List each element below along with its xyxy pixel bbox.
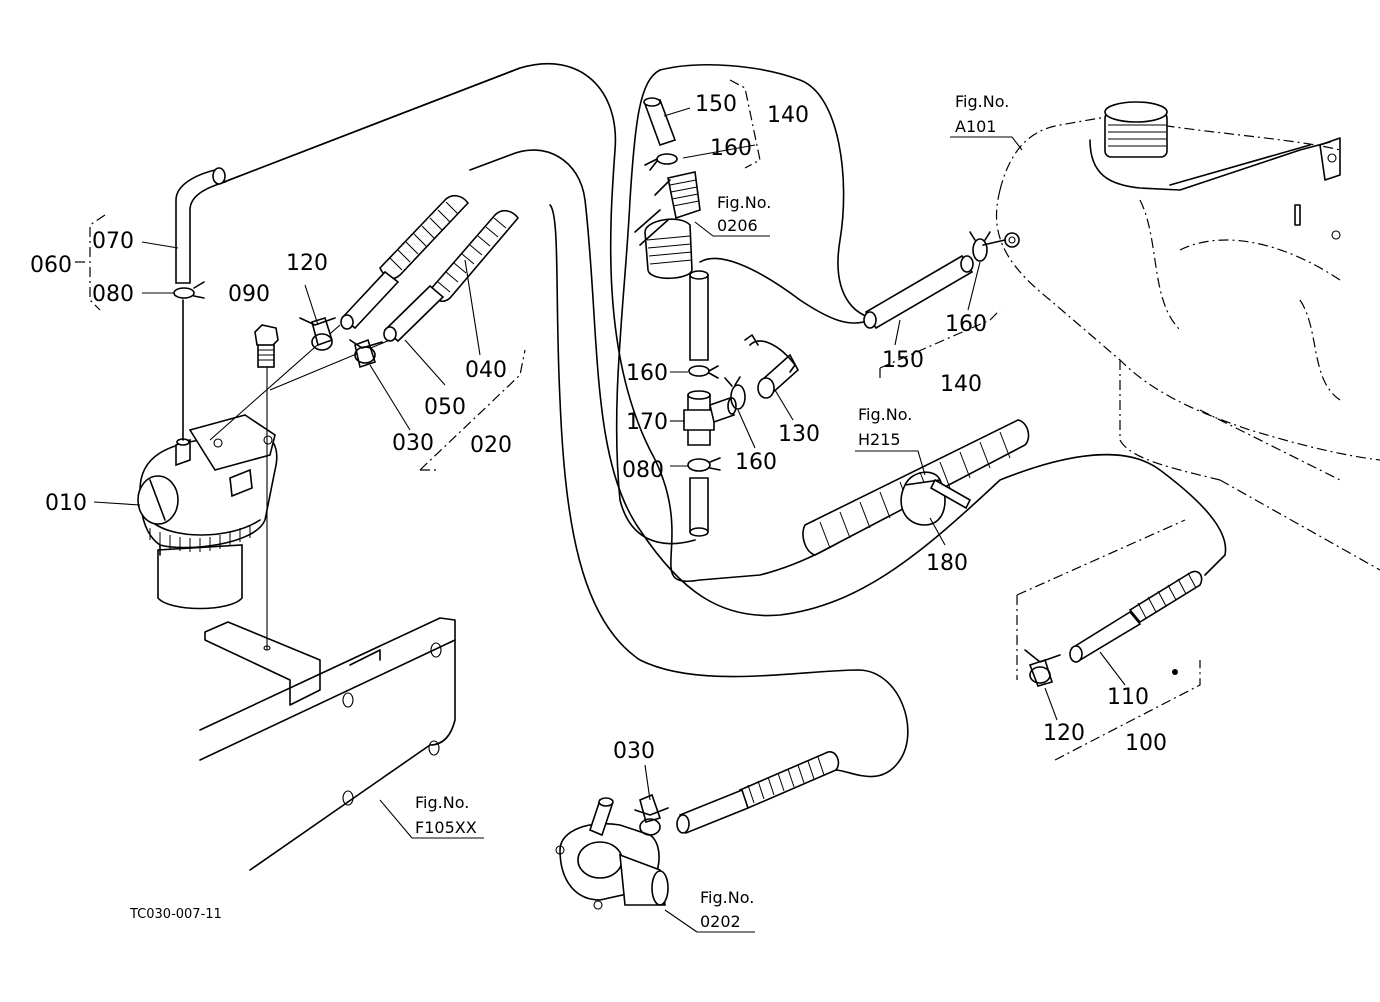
fig-ref-f105xx-code: F105XX (415, 818, 477, 837)
callout-150-upper: 150 (695, 92, 737, 117)
fig-references: Fig.No. 0206 Fig.No. A101 Fig.No. H215 F… (415, 92, 1009, 931)
fig-ref-0206-code: 0206 (717, 216, 758, 235)
group-boundaries (75, 79, 1201, 761)
clip-030-lower (634, 793, 669, 836)
clip-160-tee-top (688, 365, 719, 379)
drawing-code: TC030-007-11 (129, 907, 222, 922)
fig-ref-f105xx-label: Fig.No. (415, 793, 469, 812)
callout-170: 170 (626, 410, 668, 435)
hose-pump-feed (676, 751, 840, 835)
fuel-pump-0202 (555, 797, 669, 910)
clamp-180 (900, 471, 972, 526)
callout-160-right: 160 (945, 312, 987, 337)
fig-ref-a101-label: Fig.No. (955, 92, 1009, 111)
clip-160-right (969, 231, 991, 262)
hose-150-upper (643, 97, 677, 147)
clip-120-lower (1024, 649, 1061, 687)
hose-vertical (689, 270, 709, 537)
hose-070 (175, 167, 227, 441)
fig-ref-underlines (379, 136, 1023, 933)
hose-040 (340, 194, 470, 330)
callout-130: 130 (778, 422, 820, 447)
fig-ref-0202-code: 0202 (700, 912, 741, 931)
clip-080-upper (173, 281, 205, 299)
callout-180: 180 (926, 551, 968, 576)
fig-ref-h215-label: Fig.No. (858, 405, 912, 424)
bolt-090 (254, 324, 279, 650)
callout-010: 010 (45, 491, 87, 516)
fuel-filter-010 (137, 414, 278, 610)
clip-160-upper (644, 153, 678, 171)
fig-ref-0202-label: Fig.No. (700, 888, 754, 907)
callout-100: 100 (1125, 731, 1167, 756)
callout-160-upper: 160 (710, 136, 752, 161)
callout-140-lower: 140 (940, 372, 982, 397)
callout-080-upper: 080 (92, 282, 134, 307)
callout-030-lower: 030 (613, 739, 655, 764)
callout-080-lower: 080 (622, 458, 664, 483)
leader-lines (93, 107, 1126, 801)
callout-120-upper: 120 (286, 251, 328, 276)
callout-110: 110 (1107, 685, 1149, 710)
clip-030-upper (349, 338, 383, 369)
callout-070: 070 (92, 229, 134, 254)
callout-040: 040 (465, 358, 507, 383)
hose-150-right (863, 254, 974, 330)
clip-080-lower (687, 457, 721, 472)
callout-050: 050 (424, 395, 466, 420)
injector-fitting (634, 171, 701, 280)
hose-110 (1069, 570, 1203, 675)
fig-ref-0206-label: Fig.No. (717, 193, 771, 212)
clamp-130 (744, 334, 800, 399)
fig-ref-a101-code: A101 (955, 117, 996, 136)
fig-ref-h215-code: H215 (858, 430, 901, 449)
clip-120-upper (299, 317, 336, 351)
tee-170 (683, 390, 737, 446)
callout-140-upper: 140 (767, 103, 809, 128)
callout-060: 060 (30, 253, 72, 278)
callout-030-upper: 030 (392, 431, 434, 456)
callout-160-side: 160 (735, 450, 777, 475)
callouts: 010 020 030 030 040 050 060 070 080 080 … (30, 92, 1167, 764)
callout-150-lower: 150 (882, 348, 924, 373)
fuel-tank (995, 101, 1380, 571)
callout-020: 020 (470, 433, 512, 458)
fuel-lines (223, 62, 1227, 778)
frame-bracket (199, 617, 456, 871)
clip-160-tee-side (724, 376, 746, 410)
callout-120-lower: 120 (1043, 721, 1085, 746)
hose-050 (209, 209, 520, 441)
callout-160-tee: 160 (626, 361, 668, 386)
callout-090: 090 (228, 282, 270, 307)
